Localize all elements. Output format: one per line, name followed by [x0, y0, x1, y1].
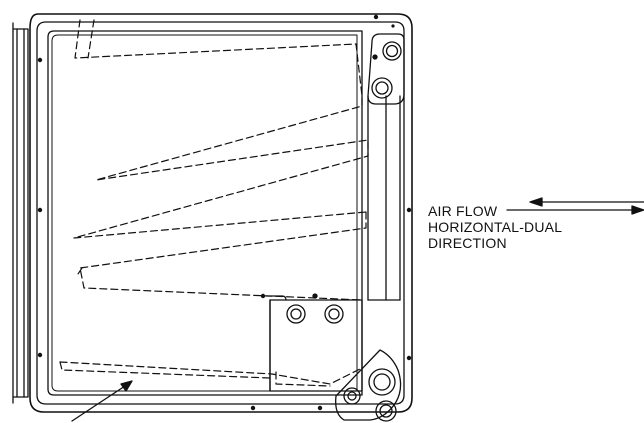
- leader-arrow: [71, 380, 133, 422]
- lower-connection-bracket: [335, 349, 402, 422]
- left-flange: [12, 22, 29, 404]
- right-channel: [367, 95, 401, 301]
- screw-dots: [37, 14, 412, 411]
- front-panel: [47, 30, 363, 396]
- upper-connection-plate: [367, 33, 405, 105]
- internal-coil-dashed: [59, 19, 369, 387]
- lower-access-panel: [265, 293, 363, 392]
- front-panel-inner: [51, 34, 358, 392]
- cabinet-outline: [29, 13, 413, 413]
- airflow-label: AIR FLOW: [428, 203, 498, 219]
- airflow-arrow: [506, 197, 644, 215]
- airflow-orientation-label: HORIZONTAL-DUAL: [428, 219, 563, 235]
- airflow-direction-label: DIRECTION: [428, 235, 507, 251]
